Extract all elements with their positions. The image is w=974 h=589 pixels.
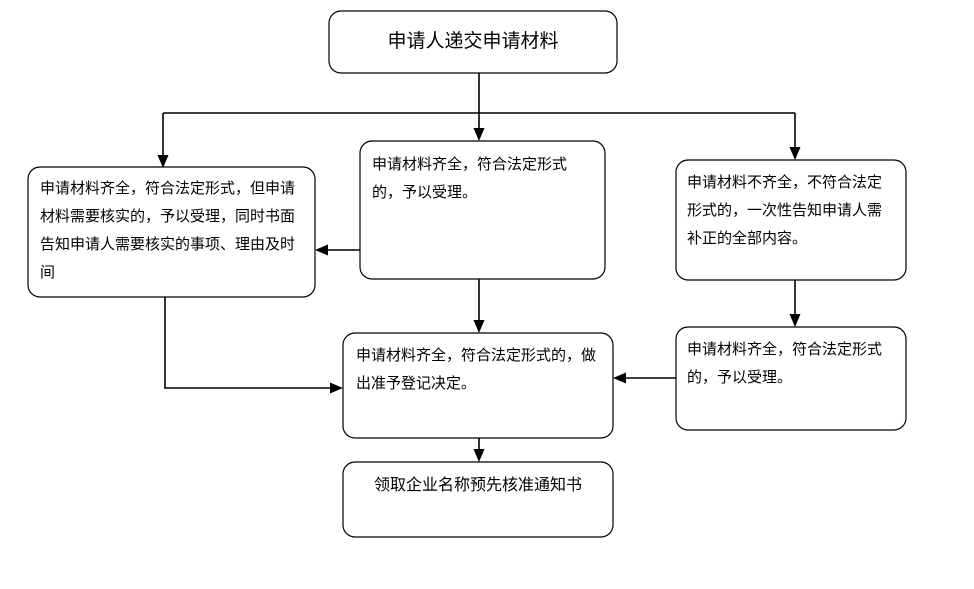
arrowhead-right-approve xyxy=(330,382,343,394)
node-approve-registration[interactable] xyxy=(342,332,614,439)
arrowhead-down-approve-center xyxy=(473,320,485,333)
arrowhead-down-incomplete xyxy=(789,147,801,160)
arrowhead-down-verification xyxy=(157,155,169,168)
arrowhead-left-verification xyxy=(315,244,328,256)
arrowhead-down-corrected xyxy=(789,314,801,327)
node-receive-notice[interactable] xyxy=(342,461,614,538)
node-layer xyxy=(27,10,907,538)
node-incomplete-notify[interactable] xyxy=(675,159,907,281)
node-corrected-accept[interactable] xyxy=(675,326,907,431)
arrowhead-down-notice xyxy=(473,449,485,462)
node-submit[interactable] xyxy=(328,10,618,74)
edge-verification-to-approve xyxy=(164,297,336,389)
arrowhead-down-accept xyxy=(473,128,485,141)
node-complete-needs-verification[interactable] xyxy=(27,166,316,298)
arrowhead-left-approve xyxy=(613,372,626,384)
node-complete-accept[interactable] xyxy=(359,140,606,280)
edge-layer xyxy=(157,73,801,462)
